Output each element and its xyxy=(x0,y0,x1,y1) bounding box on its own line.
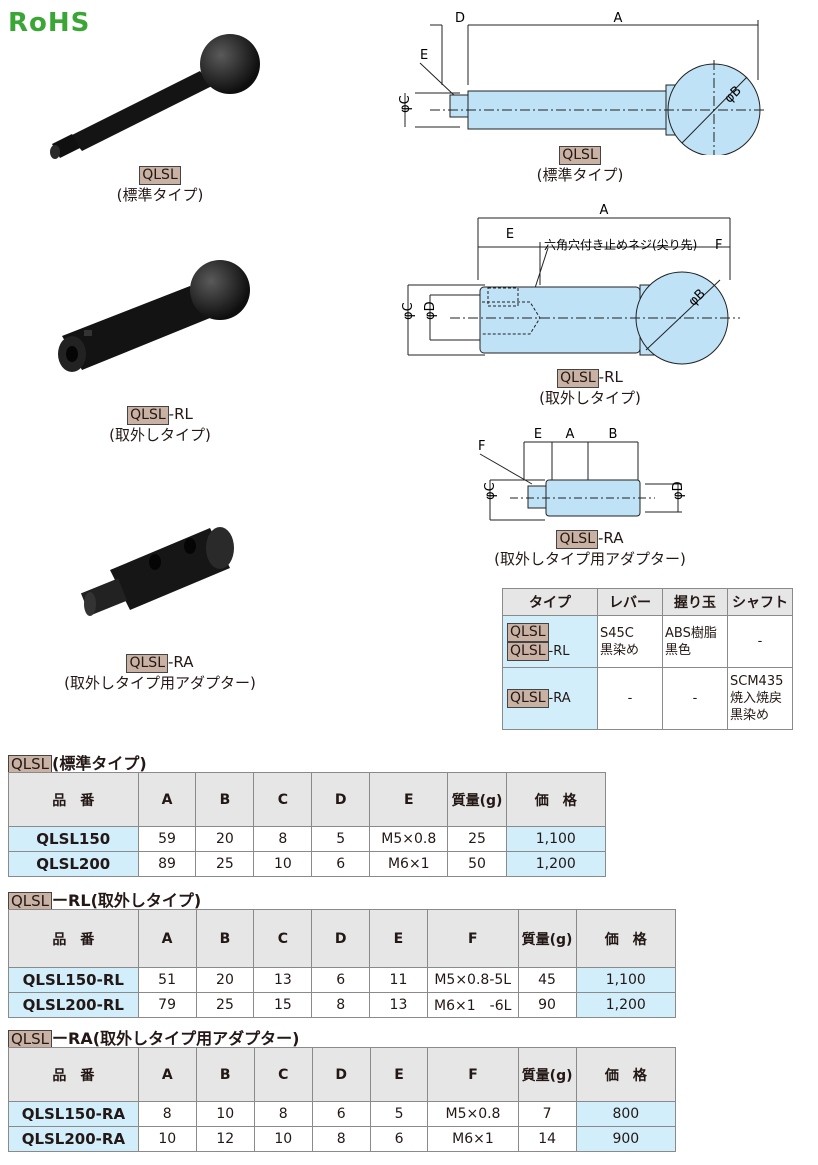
spec-table-removable: 品 番 A B C D E F 質量(g) 価 格 QLSL150-RL 51 … xyxy=(8,909,677,1018)
svg-text:A: A xyxy=(614,11,623,26)
svg-text:E: E xyxy=(506,227,514,242)
svg-text:φC: φC xyxy=(401,302,416,320)
svg-text:φC: φC xyxy=(398,95,413,113)
drawing-caption-removable: QLSL-RL (取外しタイプ) xyxy=(539,368,641,407)
drawing-standard: D A E φC φB xyxy=(398,11,765,155)
svg-text:A: A xyxy=(566,427,575,442)
drawing-removable: E A 六角穴付き止めネジ(尖り先) F φC φD φB xyxy=(401,203,740,365)
photo-removable-lever xyxy=(58,260,250,372)
photo-caption-standard: QLSL (標準タイプ) xyxy=(116,166,204,204)
svg-text:A: A xyxy=(600,203,609,218)
section-title-standard: QLSL(標準タイプ) xyxy=(8,750,147,774)
svg-text:F: F xyxy=(478,439,485,454)
table-row: QLSL200 89 25 10 6 M6×1 50 1,200 xyxy=(8,851,607,877)
model-tag: QLSL xyxy=(139,166,181,185)
svg-text:φC: φC xyxy=(483,482,498,500)
drawing-caption-adapter: QLSL-RA (取外しタイプ用アダプター) xyxy=(494,529,686,568)
table-row: QLSL150-RL 51 20 13 6 11 M5×0.8-5L 45 1,… xyxy=(8,967,677,993)
svg-text:φD: φD xyxy=(423,301,438,320)
table-row: QLSL150 59 20 8 5 M5×0.8 25 1,100 xyxy=(8,826,607,852)
photo-caption-removable: QLSL-RL (取外しタイプ) xyxy=(109,405,211,444)
svg-text:φD: φD xyxy=(671,481,686,500)
spec-table-adapter: 品 番 A B C D E F 質量(g) 価 格 QLSL150-RA 8 1… xyxy=(8,1047,677,1152)
photo-adapter xyxy=(80,527,234,616)
svg-text:B: B xyxy=(609,427,618,442)
svg-text:F: F xyxy=(715,238,722,253)
photo-caption-adapter: QLSL-RA (取外しタイプ用アダプター) xyxy=(64,653,256,692)
svg-text:D: D xyxy=(455,11,465,26)
svg-text:六角穴付き止めネジ(尖り先): 六角穴付き止めネジ(尖り先) xyxy=(544,237,697,252)
drawing-caption-standard: QLSL (標準タイプ) xyxy=(536,146,624,184)
table-row: QLSL200-RL 79 25 15 8 13 M6×1 -6L 90 1,2… xyxy=(8,992,677,1018)
photo-standard-lever xyxy=(50,34,260,159)
drawing-adapter: E A B F φC φD xyxy=(478,427,686,521)
rohs-logo: RoHS xyxy=(8,8,91,38)
table-row: QLSL200-RA 10 12 10 8 6 M6×1 14 900 xyxy=(8,1126,677,1152)
spec-table-standard: 品 番 A B C D E 質量(g) 価 格 QLSL150 59 20 8 … xyxy=(8,772,607,877)
svg-text:E: E xyxy=(534,427,542,442)
table-row: QLSL150-RA 8 10 8 6 5 M5×0.8 7 800 xyxy=(8,1101,677,1127)
svg-text:E: E xyxy=(420,48,428,63)
